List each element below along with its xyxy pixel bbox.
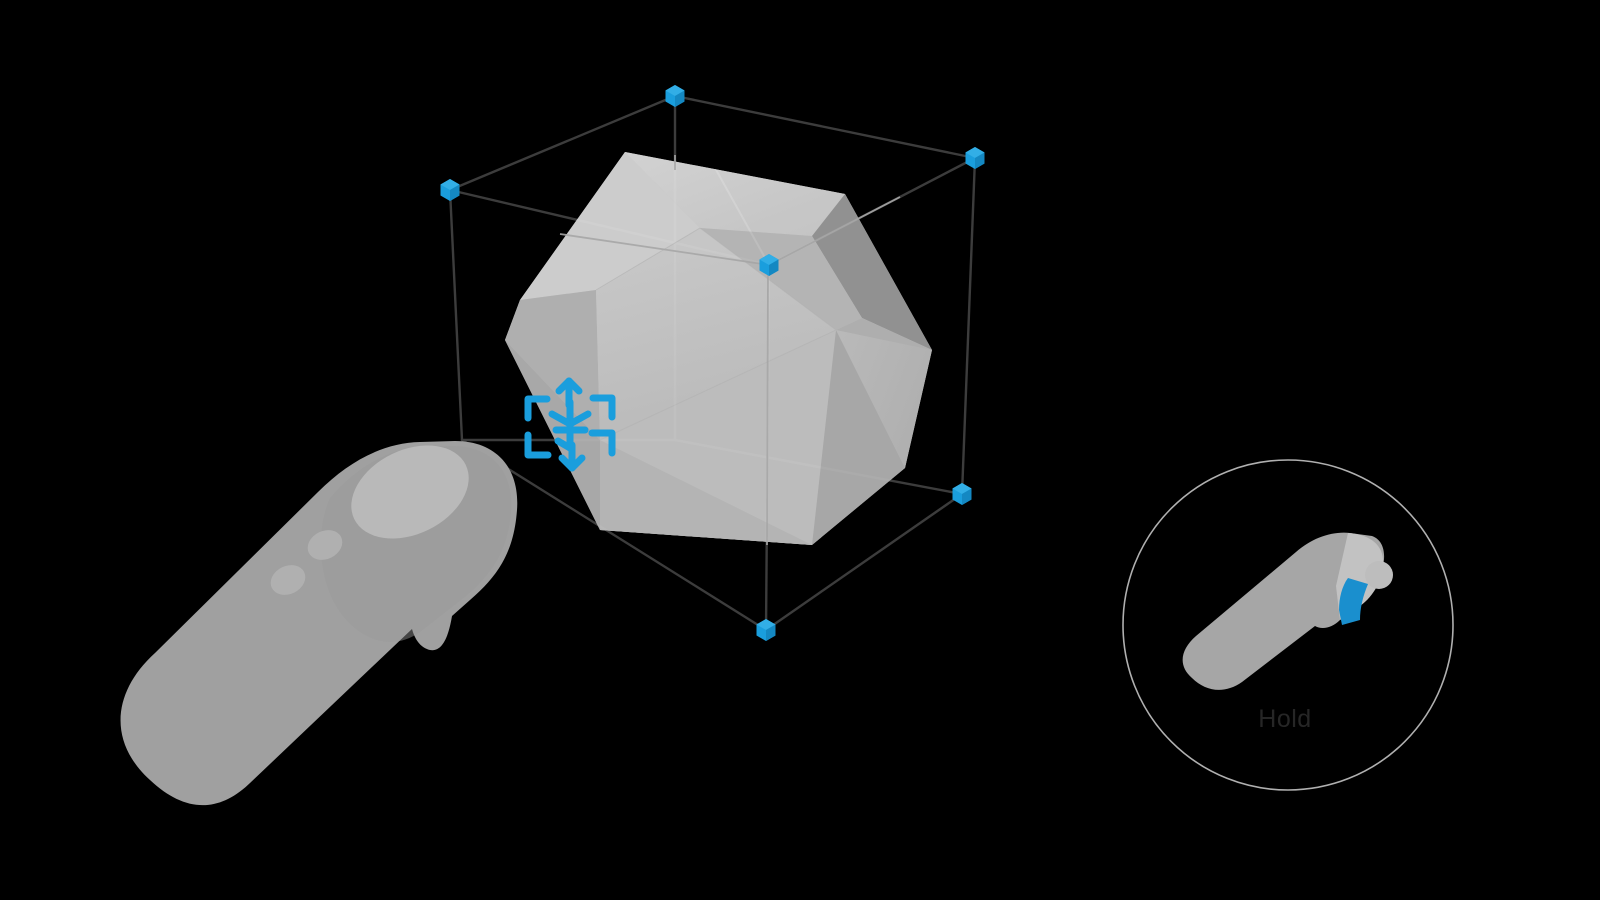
hint-label: Hold: [1258, 705, 1312, 733]
controller-trackpad[interactable]: [336, 427, 484, 557]
action-hint: [1122, 459, 1454, 791]
controller-system-button[interactable]: [266, 560, 311, 601]
polyhedron-mesh[interactable]: [505, 152, 932, 545]
gizmo-axis-star: [548, 398, 592, 452]
gizmo-arrow-up[interactable]: [555, 377, 583, 409]
handle-top-front-left[interactable]: [759, 254, 779, 276]
controller-menu-button[interactable]: [303, 525, 348, 566]
gizmo-arrow-down[interactable]: [558, 441, 586, 472]
move-transform-gizmo[interactable]: [524, 377, 616, 472]
hint-trigger-highlight: [1339, 578, 1368, 625]
gizmo-arrow-top-left[interactable]: [524, 395, 551, 422]
selection-handles[interactable]: [440, 85, 985, 641]
hint-circle-outline: [1122, 459, 1454, 791]
handle-top-back-right[interactable]: [665, 85, 685, 107]
hint-controller-trackpad-dot: [1365, 561, 1393, 589]
bounding-box-overlay-edges: [559, 155, 901, 546]
gizmo-arrow-bottom-left[interactable]: [524, 431, 552, 459]
handle-top-back-left[interactable]: [440, 179, 460, 201]
handle-bottom-front-left[interactable]: [756, 619, 776, 641]
vr-controller[interactable]: [120, 427, 518, 806]
handle-bottom-front-right[interactable]: [952, 483, 972, 505]
hint-controller: [1182, 532, 1393, 690]
gizmo-arrow-bottom-right[interactable]: [588, 429, 616, 457]
hint-controller-body: [1182, 532, 1385, 690]
gizmo-arrow-top-right[interactable]: [589, 394, 616, 421]
handle-top-front-right[interactable]: [965, 147, 985, 169]
